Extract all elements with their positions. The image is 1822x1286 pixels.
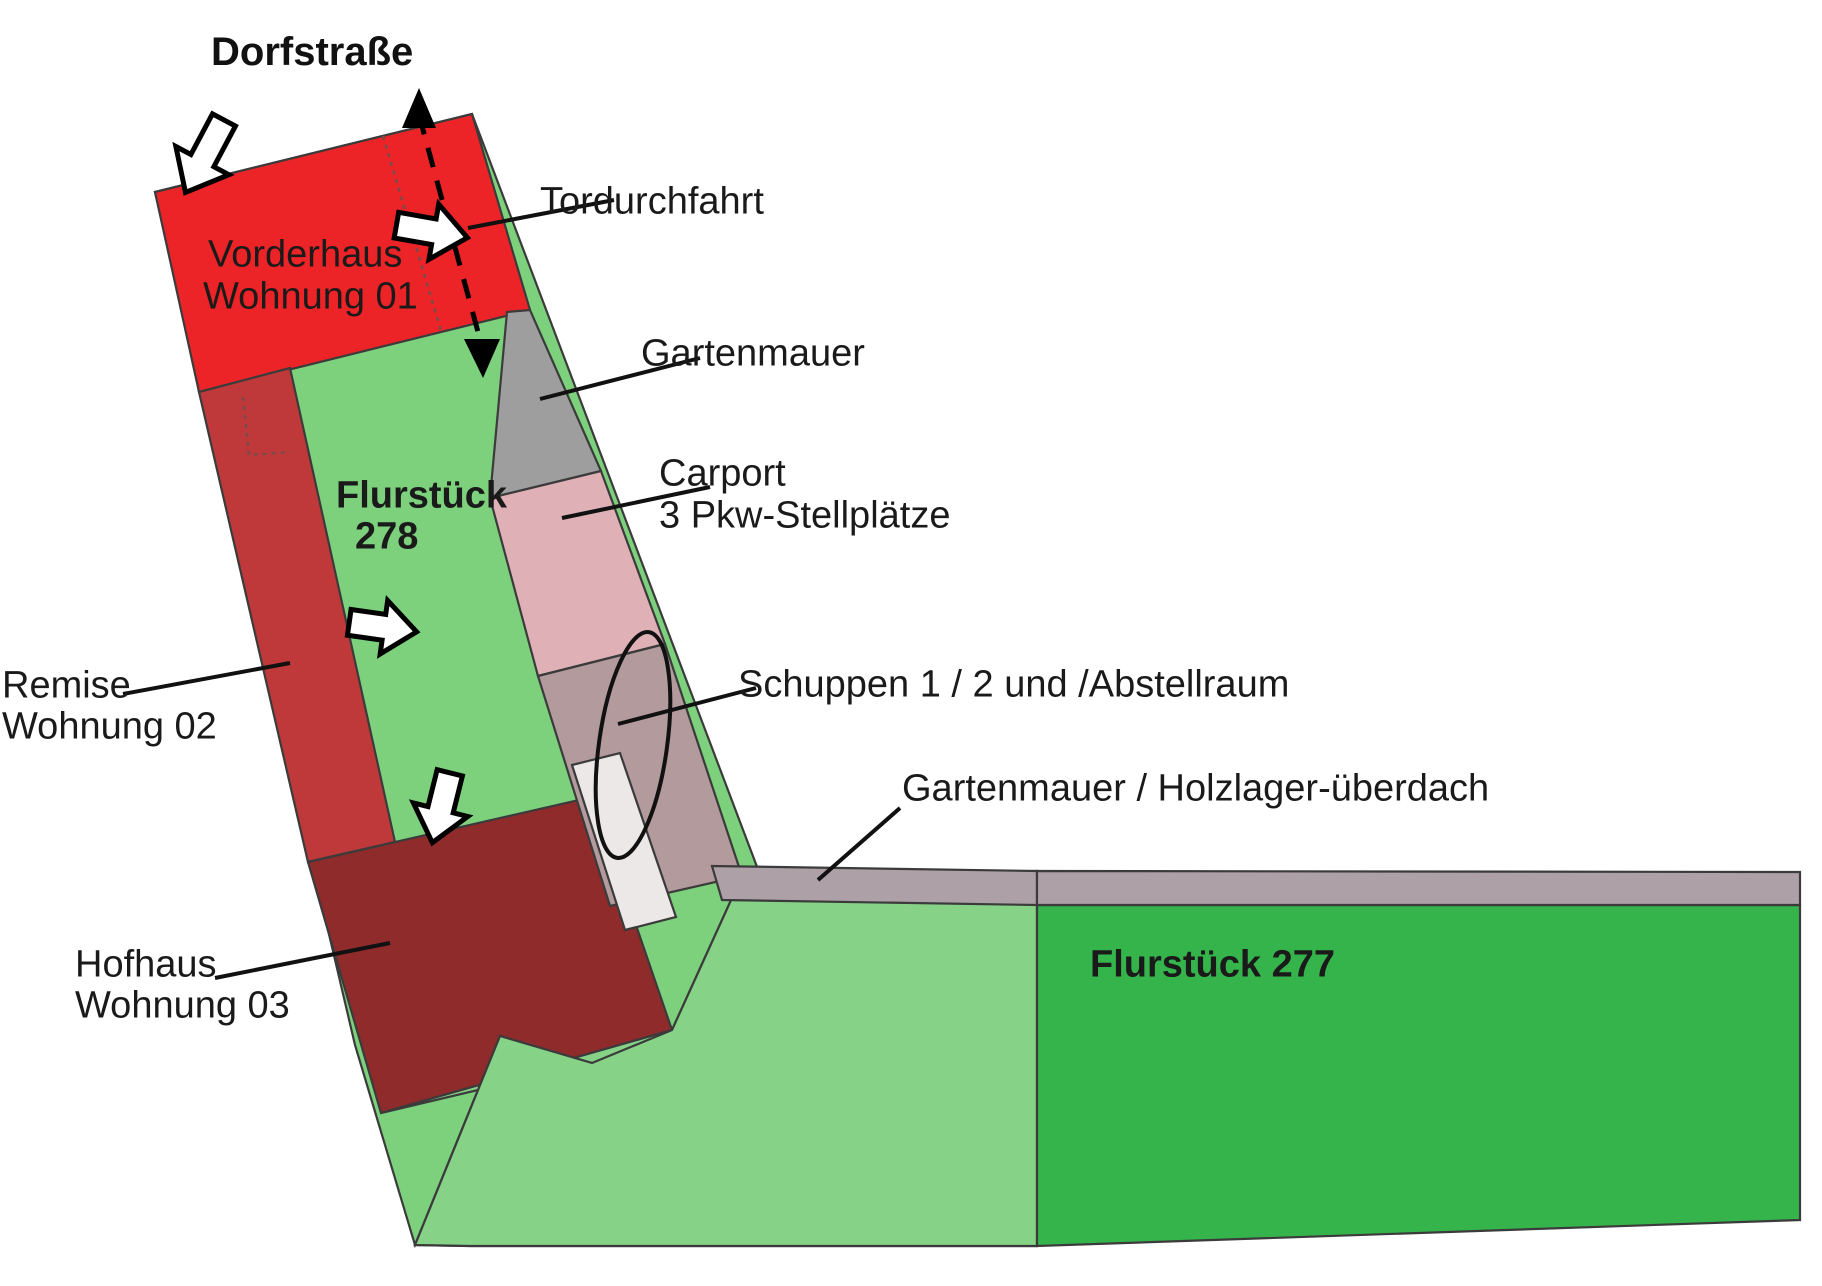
entrance-arrow-3-shape <box>344 594 421 659</box>
parcel-278-label-line1: Flurstück <box>336 474 508 516</box>
vorderhaus-label-line1: Vorderhaus <box>208 233 402 275</box>
entrance-arrow-tordurchfahrt <box>391 198 472 265</box>
leader-remise <box>122 661 291 696</box>
passage-arrow-up <box>402 88 436 128</box>
courtyard-green-group <box>380 869 1039 1248</box>
schuppen-label: Schuppen 1 / 2 und /Abstellraum <box>738 663 1289 705</box>
wall-gartenmauer-holzlager <box>710 864 1802 907</box>
leader-tordurchfahrt <box>467 198 615 230</box>
carport-label-line1: Carport <box>659 452 786 494</box>
entrance-arrow-hofhaus <box>408 766 474 847</box>
remise-niche-outline <box>241 396 291 457</box>
gartenmauer-holzlager-label: Gartenmauer / Holzlager-überdach <box>902 767 1489 809</box>
passage-arrow-down <box>464 339 500 378</box>
gartenmauer-holzlager-right <box>1035 869 1802 907</box>
abstellraum-shape <box>570 751 678 932</box>
vorderhaus-label-line2: Wohnung 01 <box>203 275 418 317</box>
leader-hofhaus <box>214 941 391 980</box>
entrance-arrow-remise <box>344 594 421 659</box>
gartenmauer-holzlager-left <box>710 864 1039 907</box>
street-title: Dorfstraße <box>211 30 413 74</box>
remise-label-line1: Remise <box>2 664 131 706</box>
schuppen-highlight-ellipse <box>593 630 673 860</box>
hofhaus-label-line1: Hofhaus <box>75 943 217 985</box>
tordurchfahrt-label: Tordurchfahrt <box>540 180 764 222</box>
entrance-arrow-1-shape <box>172 110 239 196</box>
leader-carport <box>561 485 711 520</box>
entrance-arrow-2-shape <box>391 198 472 265</box>
carport-label-line2: 3 Pkw-Stellplätze <box>659 494 950 536</box>
parcel-277-label: Flurstück 277 <box>1090 943 1335 985</box>
leader-gartenmauer-holzlager <box>816 806 902 882</box>
gartenmauer-label: Gartenmauer <box>641 332 865 374</box>
entrance-arrow-4-shape <box>408 766 474 847</box>
leader-gartenmauer <box>539 356 701 401</box>
parcel-278-label-line2: 278 <box>355 515 418 557</box>
remise-label-line2: Wohnung 02 <box>2 705 217 747</box>
entrance-arrow-vorderhaus <box>172 110 239 196</box>
hofhaus-label-line2: Wohnung 03 <box>75 984 290 1026</box>
leader-schuppen <box>617 686 757 726</box>
